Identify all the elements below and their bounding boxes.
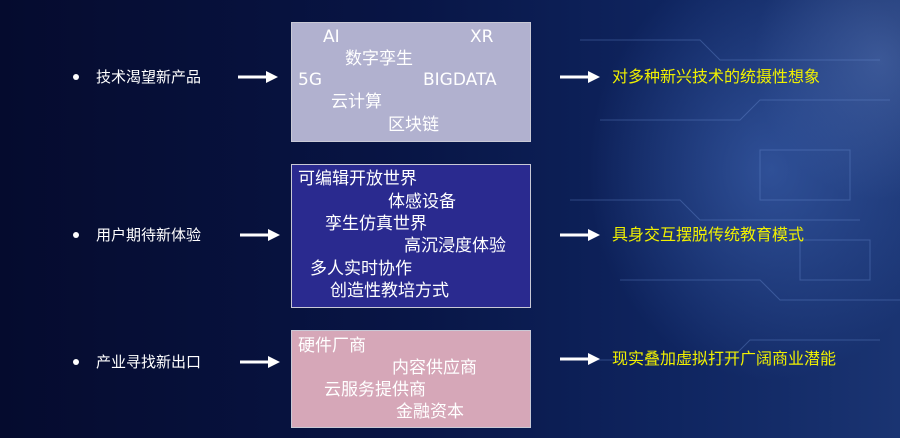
keyword-blockchain: 区块链 [388,115,439,135]
keyword-cloud-computing: 云计算 [331,92,382,112]
tech-background-decoration [570,39,900,361]
row-1-right-arrow-icon [560,71,600,83]
keyword-creative-education: 创造性教培方式 [330,281,449,301]
row-1-result: 对多种新兴技术的统摄性想象 [612,67,821,86]
keyword-5g: 5G [298,70,322,90]
row-3-right-arrow-icon [560,353,600,365]
row-3-label: 产业寻找新出口 [96,353,202,371]
row-1-label: 技术渴望新产品 [96,68,202,86]
row-1-bullet [73,74,79,80]
technology-keywords-box: AI XR 数字孪生 5G BIGDATA 云计算 区块链 [291,22,531,142]
keyword-twin-simulation-world: 孪生仿真世界 [325,214,427,234]
row-2-bullet [73,232,79,238]
row-2-label: 用户期待新体验 [96,226,202,244]
keyword-high-immersion: 高沉浸度体验 [404,236,506,256]
keyword-xr: XR [470,27,494,47]
keyword-ai: AI [323,27,340,47]
row-1-left-arrow-icon [238,71,278,83]
keyword-cloud-service-providers: 云服务提供商 [324,380,426,400]
row-2-result: 具身交互摆脱传统教育模式 [612,225,805,244]
industry-keywords-box: 硬件厂商 内容供应商 云服务提供商 金融资本 [291,330,531,428]
row-3-result: 现实叠加虚拟打开广阔商业潜能 [612,349,837,368]
row-2-left-arrow-icon [240,229,280,241]
keyword-digital-twin: 数字孪生 [345,49,413,69]
keyword-multiplayer-collab: 多人实时协作 [310,259,412,279]
keyword-content-providers: 内容供应商 [392,358,477,378]
keyword-motion-devices: 体感设备 [388,192,456,212]
user-experience-keywords-box: 可编辑开放世界 体感设备 孪生仿真世界 高沉浸度体验 多人实时协作 创造性教培方… [291,164,531,308]
keyword-editable-open-world: 可编辑开放世界 [298,169,417,189]
keyword-financial-capital: 金融资本 [396,402,464,422]
keyword-hardware-vendors: 硬件厂商 [298,336,366,356]
row-2-right-arrow-icon [560,229,600,241]
row-3-left-arrow-icon [240,356,280,368]
row-3-bullet [73,359,79,365]
keyword-bigdata: BIGDATA [423,70,497,90]
